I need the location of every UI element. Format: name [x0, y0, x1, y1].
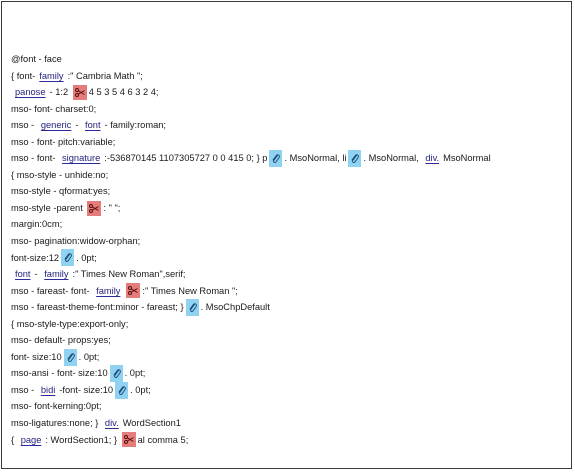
code-line: mso - bidi-font- size:10 . 0pt; — [11, 381, 571, 399]
code-line: mso - fareast-theme-font:minor - fareast… — [11, 298, 571, 316]
scissors-icon — [72, 84, 87, 100]
link-page[interactable]: page — [20, 434, 42, 445]
code-line: mso- pagination:widow-orphan; — [11, 233, 571, 250]
code-text: @font - face — [11, 54, 62, 64]
link-family[interactable]: family — [39, 70, 64, 81]
code-line: font- size:10 . 0pt; — [11, 348, 571, 366]
code-line: mso-ligatures:none; } div.WordSection1 — [11, 415, 571, 432]
link-family[interactable]: family — [96, 285, 121, 296]
link-font[interactable]: font — [15, 269, 31, 280]
code-line: { mso-style - unhide:no; — [11, 167, 571, 184]
code-text: WordSection1 — [122, 418, 181, 429]
code-text: mso - — [11, 120, 37, 131]
paperclip-icon — [63, 348, 77, 366]
document-body: @font - face{ font-family:" Cambria Math… — [11, 51, 571, 448]
code-line: margin:0cm; — [11, 216, 571, 233]
code-text: 4 5 3 5 4 6 3 2 4; — [88, 87, 159, 98]
paperclip-icon — [185, 298, 199, 316]
code-text: mso-ligatures:none; } — [11, 418, 101, 429]
code-text: mso - font- pitch:variable; — [11, 136, 116, 147]
link-generic[interactable]: generic — [40, 120, 72, 131]
code-text: mso - fareast-theme-font:minor - fareast… — [11, 302, 184, 313]
code-line: font-size:12 . 0pt; — [11, 249, 571, 267]
paperclip-icon — [115, 381, 129, 399]
code-text: . 0pt; — [130, 384, 151, 395]
code-line: mso- default- props:yes; — [11, 332, 571, 349]
code-line: mso - font- signature:-536870145 1107305… — [11, 150, 571, 168]
link-div[interactable]: div. — [425, 153, 440, 164]
scissors-icon — [87, 200, 102, 216]
paperclip-icon — [269, 150, 283, 168]
link-panose[interactable]: panose — [15, 87, 46, 98]
code-text: - family:roman; — [104, 120, 167, 131]
code-text: mso - fareast- font- — [11, 285, 93, 296]
code-line: mso-style - qformat:yes; — [11, 183, 571, 200]
code-text: MsoNormal — [443, 153, 491, 164]
code-line: { page: WordSection1; } al comma 5; — [11, 432, 571, 449]
code-text: :" Cambria Math "; — [67, 70, 143, 81]
code-text: . MsoNormal, — [363, 153, 422, 164]
code-line: { font-family:" Cambria Math "; — [11, 68, 571, 85]
code-text: - 1:2 — [49, 87, 71, 98]
paperclip-icon — [348, 150, 362, 168]
link-bidi[interactable]: bidi — [40, 384, 56, 395]
code-text: { font- — [11, 70, 36, 81]
code-line: mso- font- charset:0; — [11, 101, 571, 118]
code-text: mso - — [11, 384, 37, 395]
code-text: mso-style - qformat:yes; — [11, 186, 111, 197]
code-line: mso- font-kerning:0pt; — [11, 398, 571, 415]
code-text: mso- font- charset:0; — [11, 103, 97, 114]
code-line: { mso-style-type:export-only; — [11, 316, 571, 333]
code-text: al comma 5; — [137, 434, 189, 445]
code-line: panose- 1:2 4 5 3 5 4 6 3 2 4; — [11, 84, 571, 101]
code-text: mso- pagination:widow-orphan; — [11, 236, 141, 247]
code-text: mso- font-kerning:0pt; — [11, 401, 102, 412]
code-text: { — [11, 434, 17, 445]
code-text: . 0pt; — [78, 351, 100, 362]
code-text: mso-ansi - font- size:10 — [11, 368, 108, 379]
paperclip-icon — [61, 249, 75, 267]
code-text: - — [75, 120, 82, 131]
scissors-icon — [121, 432, 136, 448]
code-text: :-536870145 1107305727 0 0 415 0; } p — [104, 153, 268, 164]
code-text: font-size:12 — [11, 252, 60, 263]
code-text: margin:0cm; — [11, 219, 63, 230]
link-family[interactable]: family — [44, 269, 69, 280]
paperclip-icon — [109, 365, 123, 383]
code-line: @font - face — [11, 51, 571, 68]
code-text: . 0pt; — [124, 368, 146, 379]
code-line: mso - fareast- font- family :" Times New … — [11, 283, 571, 300]
scissors-icon — [126, 283, 141, 299]
code-line: mso - generic- font- family:roman; — [11, 117, 571, 134]
code-line: mso - font- pitch:variable; — [11, 134, 571, 151]
code-text: -font- size:10 — [59, 384, 114, 395]
code-text: :" Times New Roman "; — [142, 285, 238, 296]
code-text: font- size:10 — [11, 351, 62, 362]
code-text: mso-style -parent — [11, 202, 86, 213]
code-text: . MsoChpDefault — [200, 302, 270, 313]
link-font[interactable]: font — [85, 120, 101, 131]
code-text: { mso-style - unhide:no; — [11, 169, 109, 180]
code-text: . MsoNormal, li — [284, 153, 347, 164]
code-text: mso - font- — [11, 153, 59, 164]
code-line: mso-ansi - font- size:10 . 0pt; — [11, 365, 571, 383]
code-text: { mso-style-type:export-only; — [11, 318, 129, 329]
code-text: : " "; — [103, 202, 121, 213]
code-text: mso- default- props:yes; — [11, 335, 111, 346]
code-line: font- family:" Times New Roman",serif; — [11, 266, 571, 283]
link-div[interactable]: div. — [104, 418, 119, 429]
code-text: :" Times New Roman",serif; — [72, 269, 186, 280]
link-signature[interactable]: signature — [62, 153, 101, 164]
code-line: mso-style -parent : " "; — [11, 200, 571, 217]
code-text: : WordSection1; } — [45, 434, 120, 445]
code-text: - — [34, 269, 41, 280]
code-text: . 0pt; — [76, 252, 97, 263]
